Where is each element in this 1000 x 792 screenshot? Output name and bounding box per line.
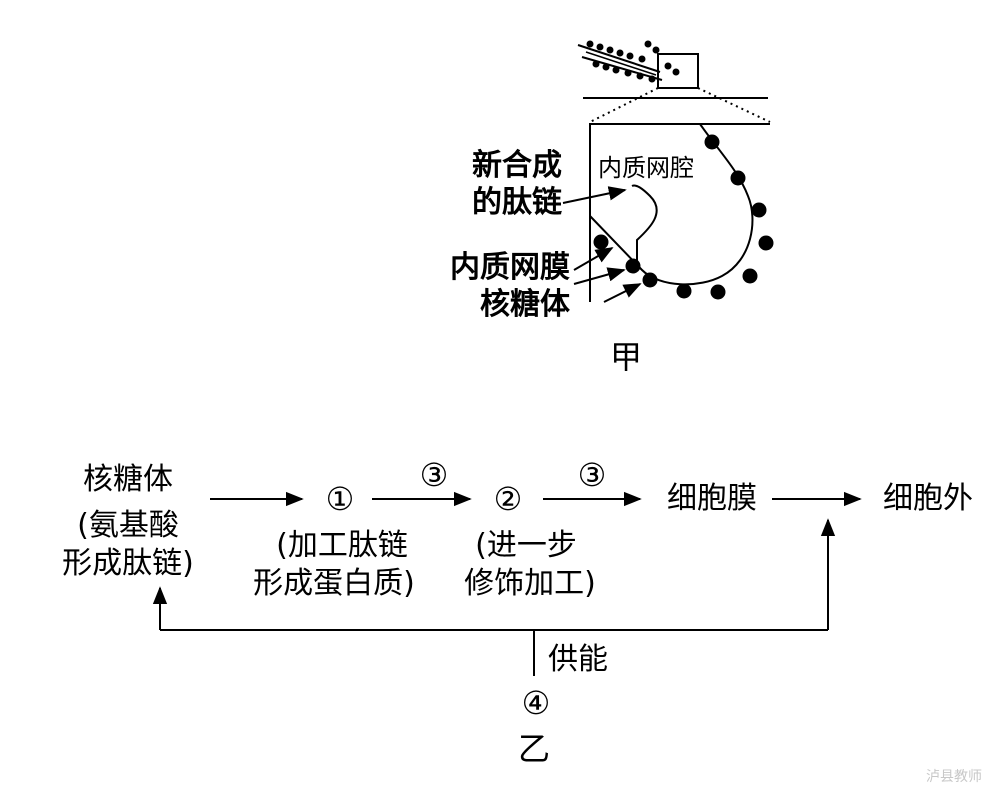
label-er-lumen: 内质网腔 <box>598 154 694 182</box>
arrow-to-peptide <box>562 186 627 204</box>
figure-a-drawing <box>562 40 774 303</box>
label-er-membrane: 内质网膜 <box>450 250 570 285</box>
arrow-label-transport-a: ③ <box>419 456 449 494</box>
arrow-to-ribosome-1 <box>573 267 626 285</box>
magnify-box <box>657 53 699 89</box>
node-cell-outside: 细胞外 <box>883 481 973 516</box>
node-step1-line3: 形成蛋白质) <box>253 566 415 601</box>
watermark-text: 泸县教师 <box>926 769 982 785</box>
ribosome-dots <box>593 134 774 300</box>
node-ribosome-line3: 形成肽链) <box>62 546 194 581</box>
arrow-label-energy: 供能 <box>548 642 608 677</box>
node-cell-membrane: 细胞膜 <box>667 481 757 516</box>
node-step1-line2: (加工肽链 <box>276 528 408 563</box>
zoom-frame <box>589 123 770 302</box>
node-step2-line3: 修饰加工) <box>464 566 596 601</box>
caption-figure-a: 甲 <box>609 338 642 376</box>
node-ribosome-line2: (氨基酸 <box>77 508 179 543</box>
node-step2-line2: (进一步 <box>475 528 577 563</box>
node-step2-number: ② <box>493 480 523 518</box>
node-step1-number: ① <box>325 480 355 518</box>
figure-b-drawing <box>152 491 862 676</box>
zoom-line-left <box>589 87 659 123</box>
arrow-label-transport-b: ③ <box>577 456 607 494</box>
zoom-line-right <box>697 87 771 123</box>
label-ribosome-a: 核糖体 <box>480 287 570 322</box>
new-peptide-chain <box>631 184 658 262</box>
node-step4-number: ④ <box>521 684 551 722</box>
er-membrane-curve <box>589 123 754 286</box>
caption-figure-b: 乙 <box>517 730 550 768</box>
label-new-peptide-line2: 的肽链 <box>472 185 562 220</box>
arrow-to-er-membrane <box>573 247 614 271</box>
label-new-peptide-line1: 新合成 <box>472 148 562 183</box>
arrow-to-ribosome-2 <box>603 283 642 303</box>
er-strands-overview <box>577 40 680 83</box>
node-ribosome-title: 核糖体 <box>83 462 173 497</box>
